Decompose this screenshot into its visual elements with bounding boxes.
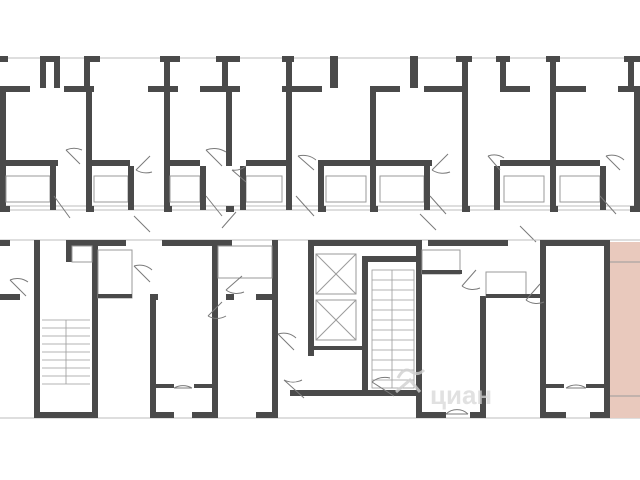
lower-interior (0, 240, 540, 300)
watermark-text: циан (430, 380, 492, 410)
lower-top-walls (0, 240, 606, 246)
upper-wet-blocks (0, 160, 606, 210)
highlighted-apartment[interactable] (610, 242, 640, 418)
upper-door-swings (53, 147, 625, 243)
upper-corridor-walls (0, 86, 640, 92)
upper-bottom-walls (0, 206, 640, 212)
upper-top-walls (0, 56, 640, 88)
lower-bottom-walls (34, 384, 610, 418)
staircase-center (371, 269, 415, 389)
staircase-left (42, 319, 90, 385)
lower-vertical-walls (34, 240, 610, 418)
lower-wing (0, 239, 640, 419)
upper-vertical-walls (0, 86, 640, 210)
watermark: циан (395, 368, 492, 410)
lower-door-swings (9, 264, 587, 415)
upper-wing (0, 56, 640, 243)
watermark-logo-icon (395, 368, 426, 394)
elevator-shafts (308, 253, 416, 350)
